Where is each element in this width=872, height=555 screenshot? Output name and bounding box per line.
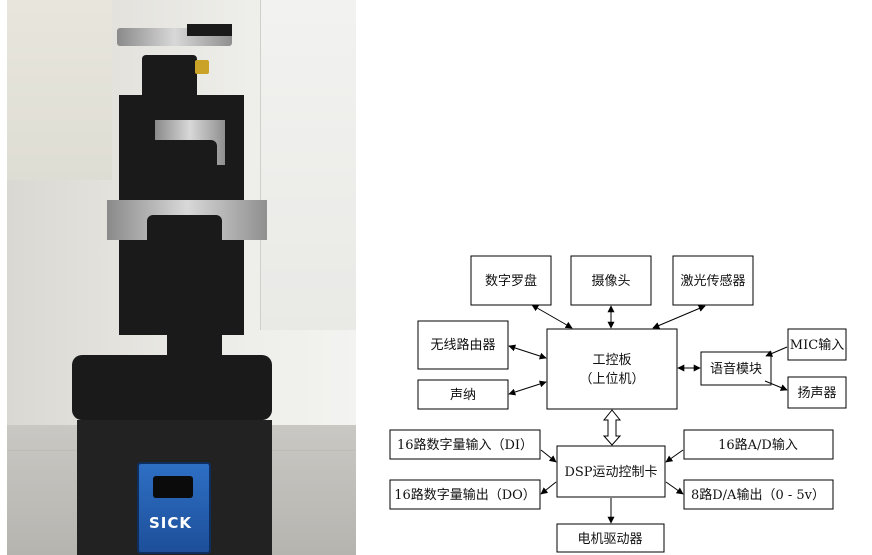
edge-mic-voice <box>765 346 788 357</box>
node-camera-label: 摄像头 <box>591 274 630 289</box>
node-laser-label: 激光传感器 <box>680 273 745 289</box>
node-dsp: DSP运动控制卡 <box>556 445 666 498</box>
node-di: 16路数字量输入（DI） <box>389 429 541 460</box>
edge-ad-dsp <box>665 449 684 463</box>
robot-indicator <box>195 60 209 74</box>
node-sonar: 声纳 <box>417 379 509 410</box>
node-mic: MIC输入 <box>787 328 847 361</box>
node-ipc-label: 工控板 <box>592 353 631 368</box>
node-compass-label: 数字罗盘 <box>485 273 537 289</box>
node-motor-label: 电机驱动器 <box>577 532 642 547</box>
node-ipc: 工控板 （上位机） <box>546 328 678 410</box>
robot-kinect <box>187 24 232 36</box>
node-speaker-label: 扬声器 <box>797 386 836 401</box>
wall-background-right <box>260 0 356 330</box>
node-do-label: 16路数字量输出（DO） <box>394 487 536 503</box>
robot-arm-motor <box>147 140 217 190</box>
node-router-label: 无线路由器 <box>430 337 495 353</box>
sick-brand-label: SICK <box>149 514 193 532</box>
node-ipc-sublabel: （上位机） <box>579 372 644 387</box>
edge-di-dsp <box>540 449 557 463</box>
sick-window <box>153 476 193 498</box>
sick-laser-scanner: SICK <box>137 462 211 554</box>
node-voice-label: 语音模块 <box>710 361 762 377</box>
node-mic-label: MIC输入 <box>790 337 844 353</box>
robot-upper-base <box>72 355 272 420</box>
wall-background <box>7 0 112 180</box>
edge-dsp-da <box>665 481 684 495</box>
node-ad: 16路A/D输入 <box>683 429 834 460</box>
node-motor: 电机驱动器 <box>556 523 665 553</box>
system-block-diagram: 数字罗盘 摄像头 激光传感器 无线路由器 声纳 工控板 （上位机） 语音模块 M… <box>389 255 847 553</box>
node-da-label: 8路D/A输出（0 - 5v） <box>691 487 825 503</box>
edge-dsp-do <box>540 481 557 495</box>
edge-compass-ipc <box>531 304 573 329</box>
node-ad-label: 16路A/D输入 <box>718 437 798 453</box>
node-dsp-label: DSP运动控制卡 <box>564 465 657 480</box>
edge-ipc-dsp <box>602 409 622 446</box>
node-speaker: 扬声器 <box>787 376 847 409</box>
node-laser: 激光传感器 <box>672 255 754 306</box>
node-da: 8路D/A输出（0 - 5v） <box>683 479 834 510</box>
edge-voice-speaker <box>764 380 788 391</box>
node-sonar-label: 声纳 <box>450 388 476 403</box>
edge-sonar-ipc <box>508 380 547 396</box>
node-compass: 数字罗盘 <box>470 255 552 306</box>
robot-photo: SICK <box>7 0 356 555</box>
node-do: 16路数字量输出（DO） <box>389 479 541 510</box>
node-di-label: 16路数字量输入（DI） <box>397 437 533 453</box>
node-camera: 摄像头 <box>570 255 652 306</box>
node-voice: 语音模块 <box>700 351 772 386</box>
edge-router-ipc <box>508 344 547 360</box>
edge-laser-ipc <box>652 305 706 329</box>
robot-arm-motor-lower <box>147 215 222 270</box>
node-router: 无线路由器 <box>417 320 509 370</box>
